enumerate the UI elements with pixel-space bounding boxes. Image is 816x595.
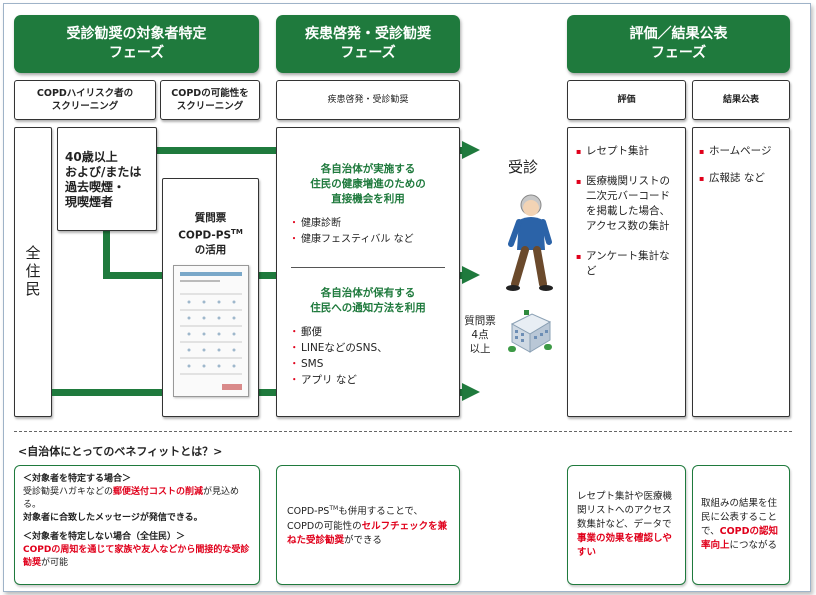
subheader-publication: 結果公表 bbox=[692, 80, 790, 120]
arrow-right-icon bbox=[462, 141, 480, 159]
hospital-building-icon bbox=[508, 310, 552, 353]
benefit-box2-text: COPD-PSTMも併用することで、COPDの可能性のセルフチェックを兼ねた受診… bbox=[287, 502, 449, 547]
phase-evaluation-header: 評価／結果公表 フェーズ bbox=[567, 15, 790, 73]
publication-list: ホームページ 広報誌 など bbox=[699, 144, 783, 186]
benefit-title: <自治体にとってのベネフィットとは？> bbox=[18, 445, 223, 458]
benefit-box3-text-a: レセプト集計や医療機関リストへのアクセス数集計など、データで bbox=[577, 491, 673, 530]
arrow-right-icon bbox=[462, 383, 480, 401]
criteria-line2: および/または bbox=[65, 165, 142, 179]
benefit-box2-text-b: も併用することで、COPDの可能性の bbox=[287, 506, 424, 532]
phase-target-line1: 受診勧奨の対象者特定 bbox=[66, 26, 207, 42]
score-line3: 以上 bbox=[469, 343, 491, 355]
benefit-box4-highlight: COPDの認知率向上 bbox=[701, 526, 779, 551]
criteria-line4: 現喫煙者 bbox=[65, 195, 114, 209]
arrow-right-icon bbox=[462, 266, 480, 284]
subheader-high-risk-line2: スクリーニング bbox=[51, 101, 119, 112]
all-residents-label: 全住民 bbox=[23, 245, 42, 299]
evaluation-list: レセプト集計 医療機関リストの二次元バーコードを掲載した場合、アクセス数の集計 … bbox=[576, 144, 677, 279]
phase-evaluation-line1: 評価／結果公表 bbox=[629, 26, 728, 42]
promotion-section1-list: 健康診断 健康フェスティバル など bbox=[289, 216, 414, 248]
benefit-box4-text: 取組みの結果を住民に公表することで、COPDの認知率向上につながる bbox=[701, 497, 781, 553]
benefit-box-self-check: COPD-PSTMも併用することで、COPDの可能性のセルフチェックを兼ねた受診… bbox=[276, 465, 460, 585]
questionnaire-box: 質問票 COPD-PSTM の活用 bbox=[162, 178, 259, 417]
criteria-box: 40歳以上 および/または 過去喫煙・ 現喫煙者 bbox=[57, 127, 157, 231]
promotion-divider bbox=[291, 267, 445, 268]
promotion-section1-heading2: 住民の健康増進のための bbox=[310, 178, 426, 190]
phase-target-line2: フェーズ bbox=[108, 45, 165, 61]
list-item: アプリ など bbox=[289, 372, 388, 388]
flow-line-criteria-down bbox=[103, 225, 110, 278]
subheader-possibility: COPDの可能性を スクリーニング bbox=[160, 80, 260, 120]
subheader-high-risk: COPDハイリスク者の スクリーニング bbox=[14, 80, 156, 120]
benefit-case2-text-b: が可能 bbox=[41, 558, 69, 568]
score-line2: 4点 bbox=[471, 329, 489, 341]
list-item: SMS bbox=[289, 356, 388, 372]
list-item: アンケート集計など bbox=[576, 249, 677, 279]
questionnaire-copdps: COPD-PS bbox=[178, 229, 232, 242]
criteria-line1: 40歳以上 bbox=[65, 150, 118, 164]
questionnaire-sheet-lines bbox=[180, 272, 242, 390]
list-item: LINEなどのSNS、 bbox=[289, 340, 388, 356]
list-item: レセプト集計 bbox=[576, 144, 677, 159]
publication-column: ホームページ 広報誌 など bbox=[692, 127, 790, 417]
benefit-box2-highlight: セルフチェックを兼ねた受診勧奨 bbox=[287, 520, 448, 546]
benefit-box-evaluation: レセプト集計や医療機関リストへのアクセス数集計など、データで事業の効果を確認しや… bbox=[567, 465, 686, 585]
promotion-section1-heading3: 直接機会を利用 bbox=[331, 193, 405, 205]
subheader-promotion: 疾患啓発・受診勧奨 bbox=[276, 80, 460, 120]
list-item: 健康フェスティバル など bbox=[289, 232, 414, 248]
benefit-case2-title: ＜対象者を特定しない場合（全住民）＞ bbox=[23, 532, 186, 542]
phase-promotion-header: 疾患啓発・受診勧奨 フェーズ bbox=[276, 15, 460, 73]
questionnaire-line1: 質問票 bbox=[194, 212, 227, 224]
phase-promotion-line1: 疾患啓発・受診勧奨 bbox=[305, 26, 431, 42]
subheader-possibility-line2: スクリーニング bbox=[176, 101, 244, 112]
list-item: ホームページ bbox=[699, 144, 783, 159]
section-divider bbox=[14, 431, 792, 432]
benefit-box3-text: レセプト集計や医療機関リストへのアクセス数集計など、データで事業の効果を確認しや… bbox=[577, 490, 676, 560]
benefit-case2-text: COPDの周知を通じて家族や友人などから間接的な受診勧奨が可能 bbox=[23, 544, 251, 570]
promotion-section2-heading2: 住民への通知方法を利用 bbox=[310, 302, 426, 314]
evaluation-column: レセプト集計 医療機関リストの二次元バーコードを掲載した場合、アクセス数の集計 … bbox=[567, 127, 686, 417]
subheader-evaluation: 評価 bbox=[567, 80, 686, 120]
benefit-case2-highlight: COPDの周知を通じて家族や友人などから間接的な受診勧奨 bbox=[23, 545, 250, 568]
benefit-box2-tm: TM bbox=[329, 505, 339, 513]
benefit-box4-text-a: 取組みの結果を住民に公表することで、 bbox=[701, 498, 778, 537]
benefit-box4-text-b: につながる bbox=[729, 540, 778, 551]
questionnaire-line3: の活用 bbox=[194, 243, 227, 256]
promotion-section2-heading1: 各自治体が保有する bbox=[320, 287, 416, 299]
benefit-case1-highlight: 郵便送付コストの削減 bbox=[113, 487, 204, 497]
questionnaire-line2: COPD-PSTM bbox=[163, 225, 258, 243]
promotion-section1-heading: 各自治体が実施する 住民の健康増進のための 直接機会を利用 bbox=[277, 162, 459, 207]
list-item: 医療機関リストの二次元バーコードを掲載した場合、アクセス数の集計 bbox=[576, 174, 677, 234]
promotion-section1-heading1: 各自治体が実施する bbox=[320, 163, 416, 175]
phase-evaluation-line2: フェーズ bbox=[650, 45, 707, 61]
walking-person-icon bbox=[506, 194, 553, 291]
questionnaire-tm: TM bbox=[231, 228, 243, 236]
benefit-case1-text-b: が見込める。 bbox=[23, 487, 240, 510]
benefit-box-publication: 取組みの結果を住民に公表することで、COPDの認知率向上につながる bbox=[692, 465, 790, 585]
benefit-case1-text-a: 受診勧奨ハガキなどの bbox=[23, 487, 114, 497]
benefit-box2-text-c: ができる bbox=[344, 534, 382, 546]
benefit-box2-text-a: COPD-PS bbox=[287, 506, 330, 518]
phase-target-header: 受診勧奨の対象者特定 フェーズ bbox=[14, 15, 259, 73]
promotion-column: 各自治体が実施する 住民の健康増進のための 直接機会を利用 健康診断 健康フェス… bbox=[276, 127, 460, 417]
benefit-box-targeting: ＜対象者を特定する場合＞ 受診勧奨ハガキなどの郵便送付コストの削減が見込める。 … bbox=[14, 465, 260, 585]
benefit-case1-text-c: 対象者に合致したメッセージが発信できる。 bbox=[23, 513, 203, 523]
list-item: 健康診断 bbox=[289, 216, 414, 232]
score-threshold: 質問票 4点 以上 bbox=[460, 314, 500, 356]
all-residents-box: 全住民 bbox=[14, 127, 52, 417]
subheader-high-risk-line1: COPDハイリスク者の bbox=[36, 88, 134, 99]
subheader-possibility-line1: COPDの可能性を bbox=[171, 88, 249, 99]
score-line1: 質問票 bbox=[464, 315, 496, 327]
benefit-box3-highlight: 事業の効果を確認しやすい bbox=[577, 533, 672, 558]
criteria-line3: 過去喫煙・ bbox=[65, 180, 126, 194]
promotion-section2-heading: 各自治体が保有する 住民への通知方法を利用 bbox=[277, 286, 459, 316]
consultation-label: 受診 bbox=[508, 158, 539, 176]
questionnaire-sheet-thumbnail bbox=[173, 265, 249, 397]
promotion-section2-list: 郵便 LINEなどのSNS、 SMS アプリ など bbox=[289, 324, 388, 388]
benefit-case1-title: ＜対象者を特定する場合＞ bbox=[23, 474, 132, 484]
phase-promotion-line2: フェーズ bbox=[340, 45, 396, 61]
list-item: 郵便 bbox=[289, 324, 388, 340]
list-item: 広報誌 など bbox=[699, 171, 783, 186]
benefit-case1-text: 受診勧奨ハガキなどの郵便送付コストの削減が見込める。 bbox=[23, 486, 251, 512]
